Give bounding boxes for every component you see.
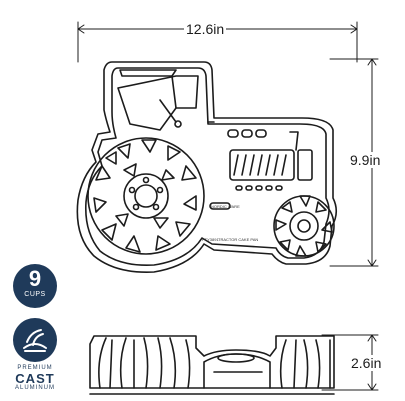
capacity-number: 9 <box>28 266 42 291</box>
capacity-unit: CUPS <box>24 291 46 298</box>
tractor-pan-side-view <box>89 335 335 395</box>
cast-aluminum-label: PREMIUM CAST ALUMINUM <box>2 365 68 392</box>
capacity-badge: 9 CUPS <box>13 264 57 308</box>
pan-name-marking: TRACTOR CAKE PAN <box>218 237 259 242</box>
depth-dimension-line <box>321 334 379 391</box>
aluminum-label: ALUMINUM <box>14 385 55 391</box>
pan-inner-rim <box>84 67 330 267</box>
depth-dimension-label: 2.6in <box>349 355 384 371</box>
cast-label: CAST <box>15 371 55 386</box>
rear-wheel <box>87 137 205 255</box>
premium-label: PREMIUM <box>17 365 53 371</box>
cast-aluminum-badge <box>13 318 57 362</box>
front-wheel <box>273 195 335 257</box>
pan-outer-rim <box>76 61 338 273</box>
pan-brand-marking: NORDIC WARE <box>211 204 240 209</box>
cab-window <box>117 75 199 131</box>
tractor-pan-top-view <box>76 61 338 273</box>
pan-code-marking: PTY3891 <box>202 237 219 242</box>
height-dimension-label: 9.9in <box>348 152 383 168</box>
width-dimension-label: 12.6in <box>184 21 227 37</box>
cast-aluminum-icon <box>23 329 47 352</box>
